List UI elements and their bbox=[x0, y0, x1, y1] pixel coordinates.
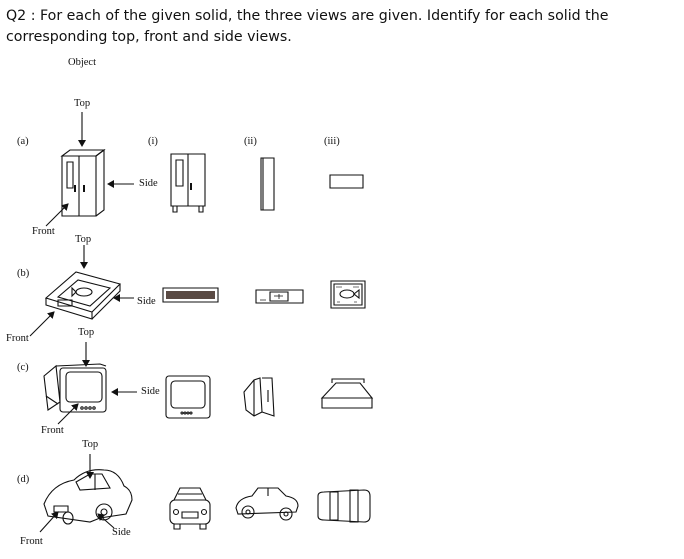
object-header: Object bbox=[68, 57, 96, 68]
row-d-side-label: Side bbox=[112, 527, 131, 538]
row-b-top-label: Top bbox=[75, 234, 92, 245]
view-header-ii: (ii) bbox=[244, 136, 257, 147]
row-c-front-label: Front bbox=[41, 425, 64, 436]
view-header-i: (i) bbox=[148, 136, 158, 147]
car-side-view-icon bbox=[236, 488, 298, 520]
view-header-iii: (iii) bbox=[324, 136, 340, 147]
fridge-front-view-icon bbox=[171, 154, 205, 212]
row-c-side-label: Side bbox=[141, 386, 160, 397]
box-front-view-icon bbox=[256, 290, 303, 303]
row-a-arrows bbox=[46, 112, 134, 226]
box-side-view-icon bbox=[163, 288, 218, 302]
row-b-arrows bbox=[30, 245, 134, 336]
row-d-front-label: Front bbox=[20, 536, 43, 547]
fridge-side-view-icon bbox=[261, 158, 274, 210]
tv-object-icon bbox=[44, 364, 106, 412]
question-text: Q2 : For each of the given solid, the th… bbox=[6, 6, 682, 48]
box-object-icon bbox=[46, 272, 120, 319]
row-c-arrows bbox=[58, 342, 137, 424]
row-d-arrows bbox=[40, 454, 114, 532]
fridge-top-view-icon bbox=[330, 175, 363, 188]
car-object-icon bbox=[44, 470, 132, 524]
car-front-view-icon bbox=[170, 488, 210, 529]
row-b-id: (b) bbox=[17, 268, 30, 279]
row-a-id: (a) bbox=[17, 136, 29, 147]
row-c-id: (c) bbox=[17, 362, 29, 373]
tv-top-view-icon bbox=[322, 379, 372, 408]
row-a-side-label: Side bbox=[139, 178, 158, 189]
question-body: For each of the given solid, the three v… bbox=[6, 8, 609, 45]
row-d-id: (d) bbox=[17, 474, 30, 485]
car-top-view-icon bbox=[318, 490, 370, 522]
question-number: Q2 : bbox=[6, 8, 36, 24]
row-d-top-label: Top bbox=[82, 439, 99, 450]
row-c-top-label: Top bbox=[78, 327, 95, 338]
row-b-side-label: Side bbox=[137, 296, 156, 307]
row-b-front-label: Front bbox=[6, 333, 29, 344]
box-top-view-icon bbox=[331, 281, 365, 308]
row-a-top-label: Top bbox=[74, 98, 91, 109]
tv-side-view-icon bbox=[244, 378, 274, 416]
tv-front-view-icon bbox=[166, 376, 210, 418]
fridge-object-icon bbox=[62, 150, 104, 216]
row-a-front-label: Front bbox=[32, 226, 55, 237]
